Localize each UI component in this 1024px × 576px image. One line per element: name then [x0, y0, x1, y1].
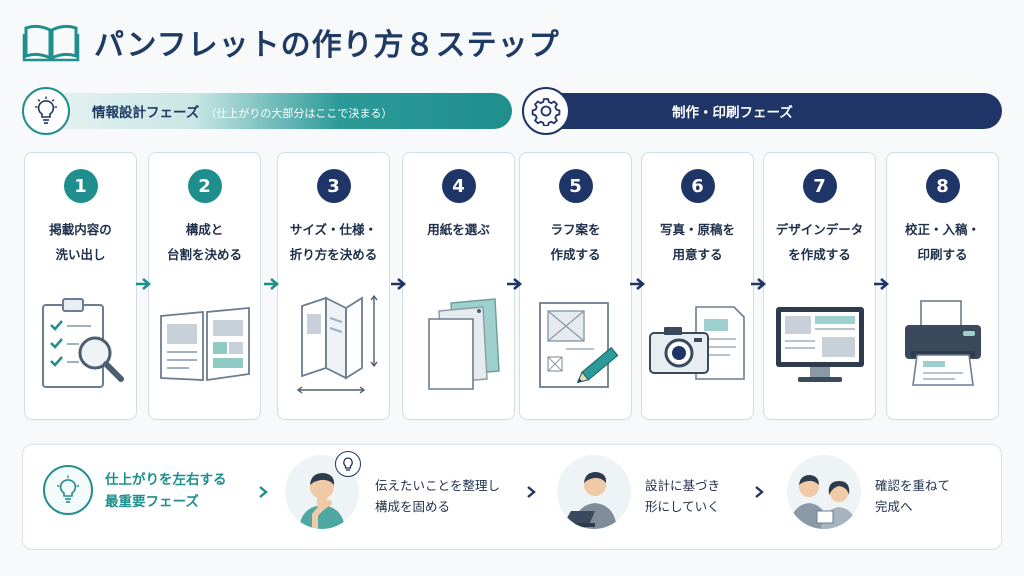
step-card-7: 7 デザインデータ を作成する — [763, 152, 876, 420]
monitor-layout-icon — [775, 307, 864, 382]
summary-panel: 仕上がりを左右する 最重要フェーズ 伝えたいことを整理し 構成を固める 設計に基… — [22, 444, 1002, 550]
arrow-right-icon — [507, 278, 523, 290]
gear-icon — [522, 87, 570, 135]
step-label: 用紙を選ぶ — [427, 222, 490, 237]
step-number: 4 — [441, 169, 476, 203]
open-booklet-icon — [159, 307, 250, 382]
chevron-right-icon — [259, 486, 268, 498]
step-label: デザインデータ を作成する — [775, 222, 864, 262]
printer-icon — [904, 300, 981, 386]
paper-sheets-icon — [427, 298, 500, 390]
arrow-right-icon — [136, 278, 152, 290]
step-label: 校正・入稿・ 印刷する — [904, 222, 980, 262]
phase-title: 情報設計フェーズ — [92, 105, 200, 121]
step-number: 1 — [63, 169, 98, 203]
camera-document-icon — [648, 306, 745, 380]
step-card-8: 8 校正・入稿・ 印刷する — [886, 152, 999, 420]
title-row: パンフレットの作り方８ステップ — [22, 20, 560, 64]
folded-leaflet-icon — [296, 294, 378, 394]
summary-step-text: 伝えたいことを整理し 構成を固める — [375, 478, 501, 514]
arrow-right-icon — [264, 278, 280, 290]
open-book-icon — [22, 24, 80, 62]
two-people-review-illustration — [787, 455, 861, 529]
step-card-6: 6 写真・原稿を 用意する — [641, 152, 754, 420]
step-label: サイズ・仕様・ 折り方を決める — [289, 222, 378, 262]
rough-sketch-pencil-icon — [538, 302, 618, 388]
summary-step-text: 確認を重ねて 完成へ — [875, 478, 951, 514]
person-laptop-illustration — [557, 455, 631, 529]
arrow-right-icon — [751, 278, 767, 290]
step-number: 7 — [802, 169, 837, 203]
chevron-right-icon — [527, 486, 536, 498]
step-label: ラフ案を 作成する — [550, 222, 601, 262]
lightbulb-icon — [22, 87, 70, 135]
phase-bar-information-design: 情報設計フェーズ （仕上がりの大部分はここで決まる） — [22, 87, 512, 135]
phase-label: 情報設計フェーズ （仕上がりの大部分はここで決まる） — [92, 101, 392, 121]
phase-bar-production: 制作・印刷フェーズ — [522, 87, 1002, 135]
step-card-1: 1 掲載内容の 洗い出し — [24, 152, 137, 420]
phase-title: 制作・印刷フェーズ — [672, 105, 793, 121]
step-number: 3 — [316, 169, 351, 203]
idea-bubble-icon — [335, 451, 361, 477]
step-label: 掲載内容の 洗い出し — [49, 222, 112, 262]
chevron-right-icon — [755, 486, 764, 498]
step-card-2: 2 構成と 台割を決める — [148, 152, 261, 420]
clipboard-magnifier-icon — [41, 298, 124, 388]
step-number: 2 — [187, 169, 222, 203]
person-thinking-illustration — [285, 455, 359, 529]
step-label: 構成と 台割を決める — [166, 222, 242, 262]
lightbulb-icon — [43, 465, 93, 515]
arrow-right-icon — [391, 278, 407, 290]
page-title: パンフレットの作り方８ステップ — [94, 28, 560, 63]
summary-lead: 仕上がりを左右する 最重要フェーズ — [105, 472, 227, 510]
phase-subtitle: （仕上がりの大部分はここで決まる） — [205, 107, 393, 120]
arrow-right-icon — [630, 278, 646, 290]
arrow-right-icon — [874, 278, 890, 290]
step-number: 6 — [680, 169, 715, 203]
step-card-3: 3 サイズ・仕様・ 折り方を決める — [277, 152, 390, 420]
step-card-4: 4 用紙を選ぶ — [402, 152, 515, 420]
step-card-5: 5 ラフ案を 作成する — [519, 152, 632, 420]
step-number: 8 — [925, 169, 960, 203]
step-number: 5 — [558, 169, 593, 203]
step-label: 写真・原稿を 用意する — [659, 222, 735, 262]
summary-step-text: 設計に基づき 形にしていく — [645, 478, 721, 514]
